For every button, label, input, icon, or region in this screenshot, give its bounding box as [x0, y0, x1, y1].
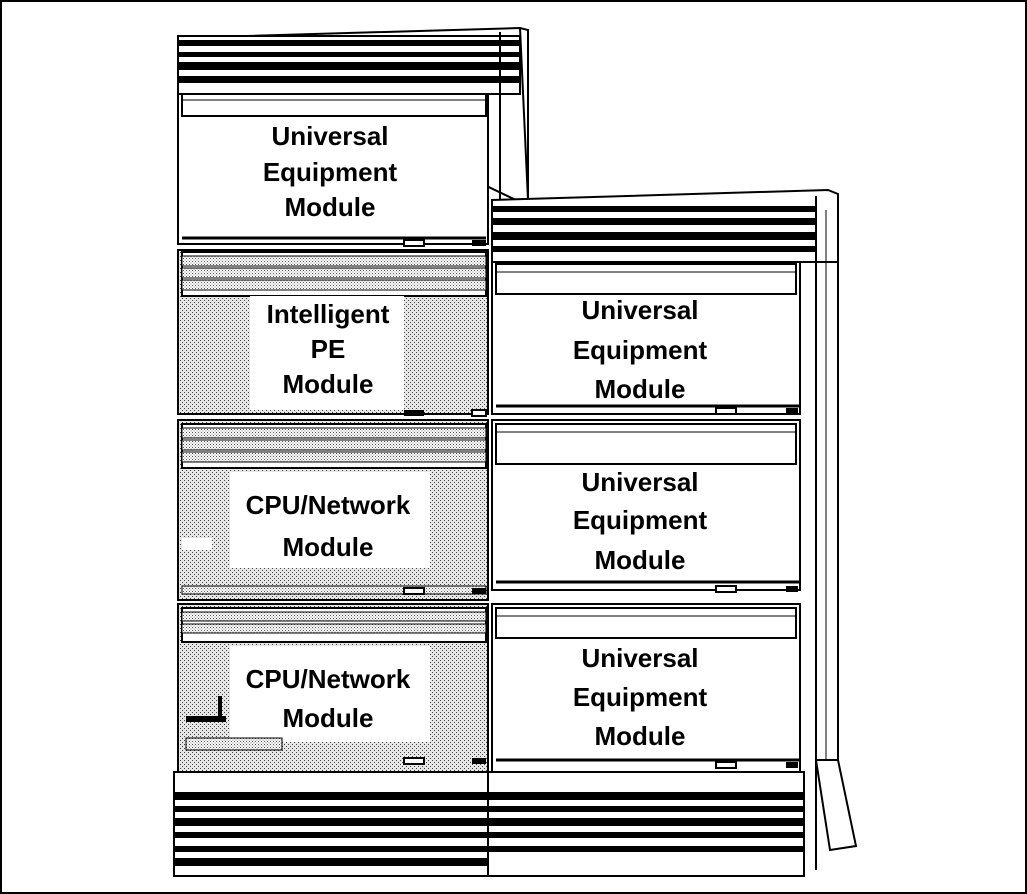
label-line: Module [285, 192, 376, 222]
label-line: Module [595, 545, 686, 575]
label-uem-r1: Universal Equipment Module [573, 295, 708, 404]
label-line: Equipment [573, 505, 708, 535]
label-line: Universal [581, 295, 698, 325]
label-uem-r3: Universal Equipment Module [573, 643, 708, 751]
label-line: Equipment [573, 682, 708, 712]
label-line: CPU/Network [246, 664, 411, 694]
label-line: Module [283, 703, 374, 733]
label-uem-top: Universal Equipment Module [263, 121, 398, 222]
label-line: Module [595, 721, 686, 751]
label-line: Intelligent [267, 299, 390, 329]
label-uem-r2: Universal Equipment Module [573, 467, 708, 575]
right-column [487, 188, 858, 877]
label-line: Equipment [263, 157, 398, 187]
label-line: Module [283, 369, 374, 399]
label-ipe: Intelligent PE Module [267, 299, 390, 399]
label-line: Module [595, 374, 686, 404]
label-line: Equipment [573, 335, 708, 365]
left-column [173, 26, 529, 877]
label-line: Module [283, 532, 374, 562]
label-line: Universal [581, 467, 698, 497]
label-line: Universal [271, 121, 388, 151]
label-line: Universal [581, 643, 698, 673]
support-foot [814, 759, 858, 852]
label-cpu-2: CPU/Network Module [246, 664, 411, 733]
label-cpu-1: CPU/Network Module [246, 490, 411, 562]
label-line: PE [311, 334, 346, 364]
label-line: CPU/Network [246, 490, 411, 520]
